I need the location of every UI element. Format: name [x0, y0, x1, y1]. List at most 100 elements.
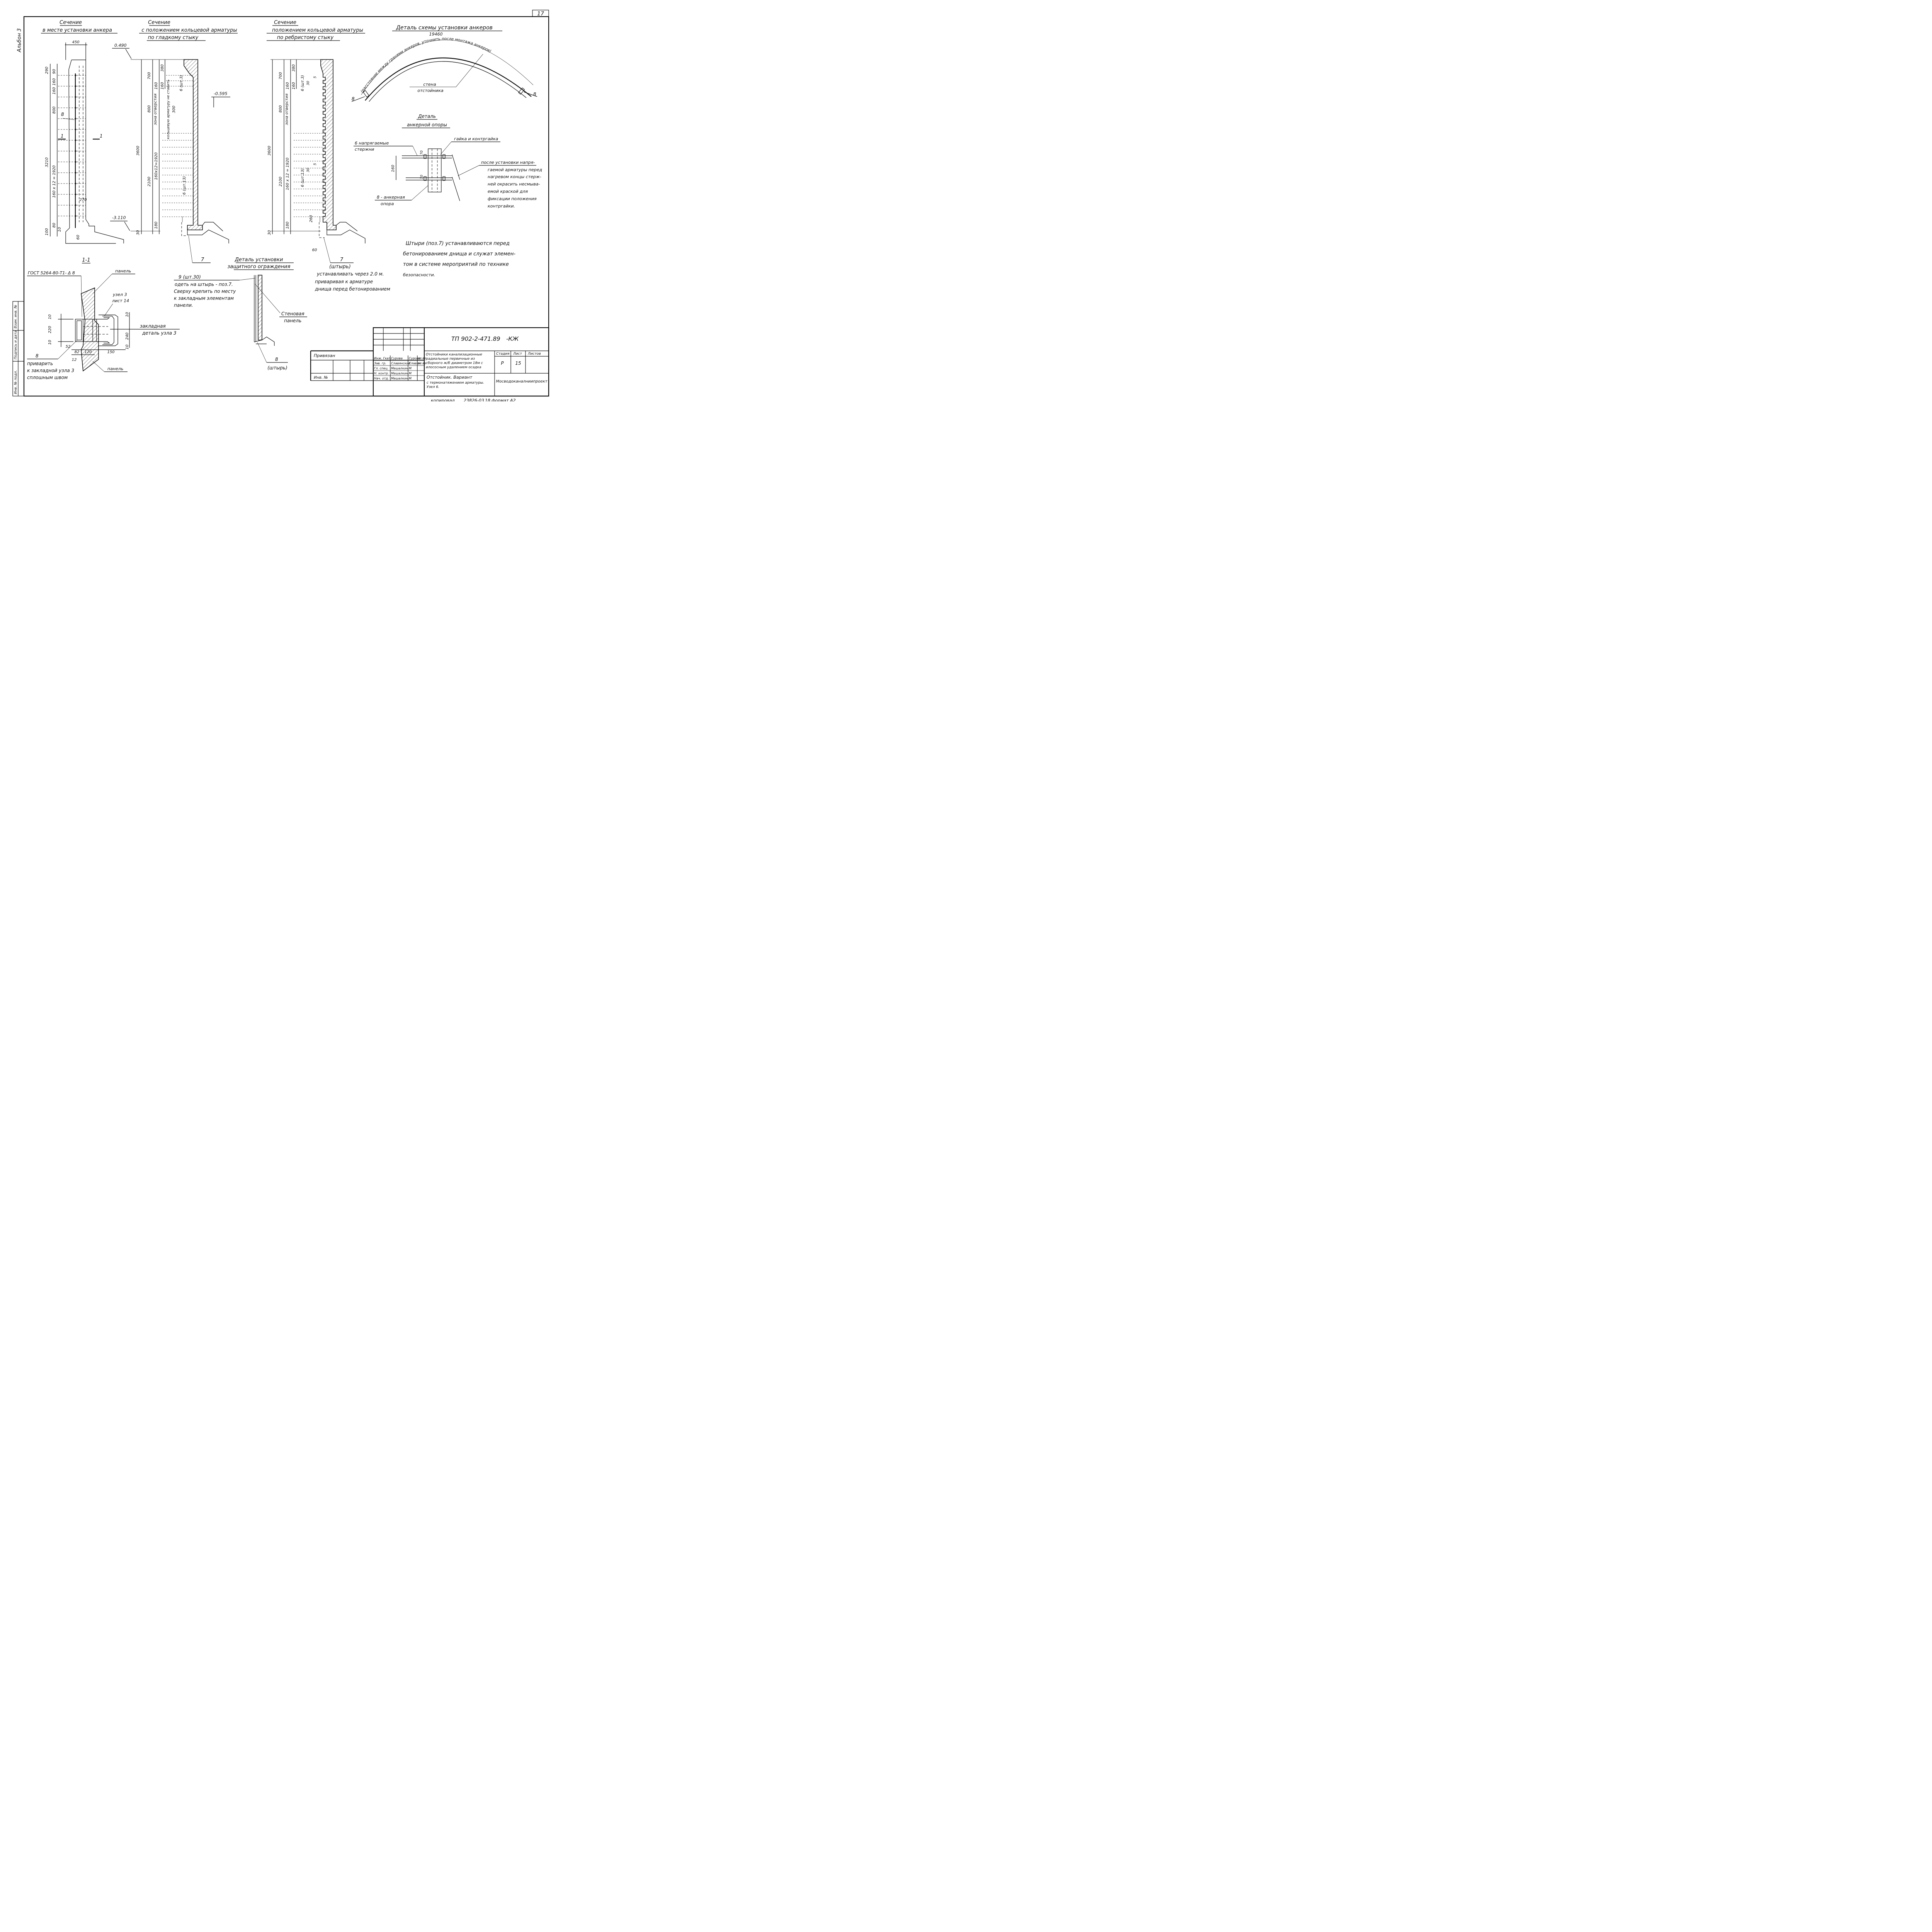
- anchor-support-nut: гайка и контргайка: [454, 136, 498, 141]
- section-smooth-title: Сечение: [148, 20, 170, 26]
- section-anchor: Сечение в месте установки анкера 450 290…: [41, 20, 124, 264]
- weld-panel-top: панель: [115, 269, 131, 274]
- ribbed-note-3: днища перед бетонированием: [315, 286, 390, 292]
- section-ribbed-title: Сечение: [274, 20, 296, 26]
- footer: копировал 23826-03 18 формат А2: [431, 398, 516, 401]
- anchor-support-note-2: нагревом концы стерж-: [488, 174, 541, 179]
- sig-role: Гл. спец.: [374, 367, 388, 370]
- ribbed-dim-60: 60: [312, 248, 317, 252]
- anchor-support-support-2: опора: [381, 201, 394, 206]
- sig-name: Славянский: [391, 362, 410, 365]
- pins-note-1: бетонированием днища и служат элемен-: [403, 251, 515, 257]
- anchor-support-note-3: ней окрасить несмыва-: [488, 182, 540, 187]
- fence-title-2: защитного ограждения: [228, 264, 291, 270]
- ribbed-dim-3600: 3600: [267, 146, 272, 155]
- sig-date: 03.89: [418, 357, 426, 360]
- ribbed-pin: (штырь): [329, 264, 351, 270]
- ribbed-rib-30b: 30: [306, 168, 310, 172]
- smooth-note-dim: 300: [172, 105, 176, 113]
- weld-pos-8: 8: [36, 353, 39, 359]
- fence-note-pos: 9 (шт.30): [179, 274, 201, 280]
- anchor-dim-60: 60: [76, 235, 80, 240]
- level-top: 0.490: [114, 43, 127, 48]
- pins-note-0: Штыри (поз.7) устанавливаются перед: [406, 241, 510, 247]
- fence-title-1: Деталь установки: [235, 257, 283, 263]
- weld-node-1: узел 3: [112, 292, 127, 297]
- section-ribbed: Сечение положением кольцевой арматуры по…: [267, 20, 390, 292]
- weld-dim-10d: 10: [125, 345, 129, 350]
- sig-role: Нач. отд.: [374, 377, 389, 380]
- drawing-sheet: 17 Альбон 3 Сечение в месте установки ан…: [12, 10, 549, 401]
- sig-sign: Славян: [409, 362, 420, 365]
- sig-name: Мешалкин: [391, 377, 408, 380]
- footer-copied: копировал: [431, 398, 455, 401]
- anchor-support-note-5: фиксации положения: [488, 196, 537, 201]
- anchor-support-support-1: 8 - анкерная: [377, 195, 405, 200]
- weld-bdim-150: 150: [107, 350, 114, 354]
- tb-desc1-1: радиальные первичные из: [425, 357, 475, 361]
- sig-sign: М: [409, 372, 412, 375]
- ribbed-dim-160a: 160: [286, 82, 290, 89]
- anchor-dim-80: 80: [52, 223, 56, 228]
- tb-sheet-h: Лист: [513, 352, 522, 356]
- tb-desc1-0: Отстойники канализационные: [426, 353, 482, 357]
- weld-dim-10b: 10: [48, 340, 52, 345]
- ribbed-rib-30a: 30: [306, 81, 310, 85]
- ribbed-pos-7: 7: [340, 257, 344, 263]
- side-stamp-0: Инв. № подл.: [14, 370, 18, 394]
- ribbed-dim-700: 700: [279, 72, 283, 79]
- weld-panel-bot: панель: [107, 366, 123, 371]
- ribbed-bars-top: 6 (шт.3): [301, 75, 305, 91]
- weld-dim-10c: 10: [125, 312, 129, 317]
- weld-embed-1: закладная: [140, 323, 166, 329]
- ribbed-dim-260: 260: [309, 215, 313, 222]
- smooth-bars-top: 6 (шт.3): [179, 75, 184, 91]
- anchor-support-dim-70a: 70: [420, 150, 424, 155]
- anchor-support-dim-160: 160: [391, 165, 395, 172]
- bar-dot: [75, 183, 77, 184]
- bar-dot: [75, 118, 77, 119]
- sheet-frame: [23, 16, 549, 397]
- weld-bdim-12: 12: [72, 358, 77, 362]
- bar-dot: [75, 96, 77, 98]
- side-stamp-1: Подпись и дата: [14, 330, 18, 359]
- tb-sheet: 15: [515, 361, 521, 366]
- anchor-dim-10: 10: [58, 227, 62, 232]
- sheet-number-box: [532, 10, 549, 17]
- smooth-dim-3600: 3600: [136, 146, 140, 155]
- bar-dot: [75, 139, 77, 141]
- smooth-dim-2100: 2100: [147, 177, 151, 186]
- smooth-dim-160a: 160: [154, 82, 158, 89]
- fence-detail: Деталь установки защитного ограждения Ст…: [228, 257, 307, 371]
- ribbed-bar-ticks: [294, 133, 325, 217]
- ribbed-dim-1920: 160 x 12 = 1920: [286, 158, 290, 190]
- weld-embed-2: деталь узла 3: [142, 330, 177, 336]
- anchor-cut-right: 1: [100, 133, 103, 139]
- anchor-scheme: Деталь схемы установки анкеров 19460 (ра…: [351, 25, 537, 102]
- sig-sign: М: [409, 367, 412, 370]
- pins-note-2: том в системе мероприятий по технике: [403, 262, 509, 267]
- ribbed-dim-180: 180: [286, 221, 290, 229]
- ribbed-note-1: устанавливать через 2.0 м.: [316, 271, 384, 277]
- smooth-dim-800: 800: [147, 105, 151, 112]
- weld-gost: ГОСТ 5264-80-Т1- Δ 8: [28, 270, 75, 276]
- smooth-bars-bot: 6 (шт.13): [182, 176, 187, 195]
- anchor-support-dim-70b: 70: [420, 175, 424, 179]
- level-mid: -0.595: [214, 91, 227, 96]
- tb-privyazan: Привязан: [314, 353, 335, 358]
- sig-sign: М: [409, 377, 412, 380]
- weld-bdim-52: 52: [66, 345, 71, 349]
- smooth-pos-7: 7: [201, 257, 204, 263]
- anchor-cut-name: 1-1: [82, 257, 90, 263]
- pins-note: Штыри (поз.7) устанавливаются перед бето…: [403, 241, 515, 277]
- anchor-dim-270: 270: [79, 198, 87, 202]
- tb-desc1-2: сборного ж/б диаметром 18м с: [426, 361, 483, 365]
- fence-wall-1: Стеновая: [281, 311, 304, 316]
- smooth-zone: зона отверстия: [153, 94, 158, 125]
- anchor-support-note-6: контргайки.: [488, 204, 515, 209]
- weld-note-1: приварить: [27, 361, 53, 366]
- anchor-dim-800: 800: [52, 106, 56, 114]
- anchor-support-title-2: анкерной опоры: [407, 122, 447, 128]
